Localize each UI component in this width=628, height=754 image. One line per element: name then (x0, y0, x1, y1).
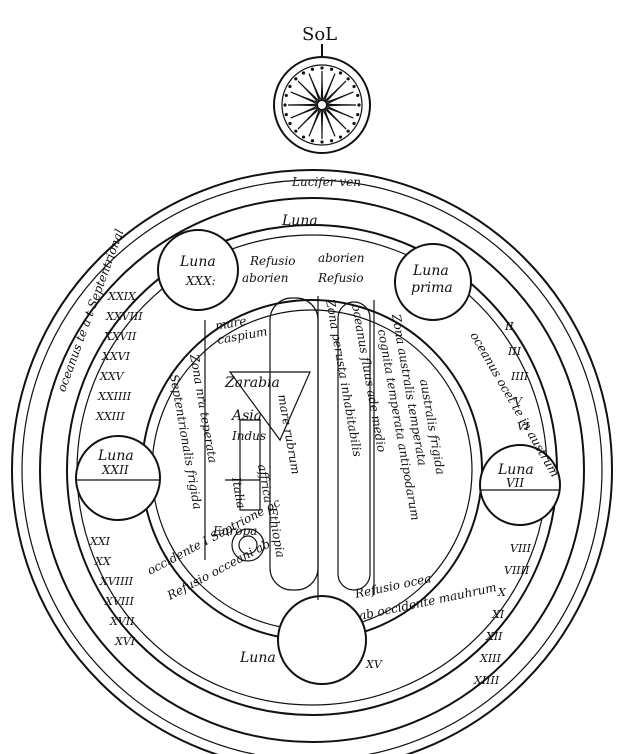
numeral-left-upper: XXIII (95, 410, 125, 423)
numeral-right-upper: VI (517, 420, 530, 433)
sun-dot (288, 85, 291, 88)
sun-dot (283, 103, 286, 106)
orbit-label: Lucifer ven (291, 175, 361, 189)
sun-dot (352, 122, 355, 125)
numeral-left-upper: XXVII (103, 330, 137, 343)
moon-bottom (278, 596, 366, 684)
numeral-right-upper: V (514, 395, 523, 408)
sun-dot (320, 140, 323, 143)
sun-dot (311, 139, 314, 142)
numeral-left-lower: XVI (114, 635, 136, 648)
numeral-left-lower: XXI (89, 535, 111, 548)
sun-dot (347, 77, 350, 80)
moon-top-right: Luna prima (395, 244, 471, 320)
sun-ray (291, 92, 317, 103)
numeral-left-upper: XXIIII (97, 390, 132, 403)
sun-dot (302, 71, 305, 74)
sun-dot (339, 135, 342, 138)
refusio-top-2: aborien (318, 251, 364, 265)
sun-ray (321, 111, 322, 139)
numeral-right-lower: XIII (479, 652, 502, 665)
sun-ray (328, 104, 356, 105)
world-map: mare caspium Zona nra teperata Septentri… (167, 296, 448, 600)
sun-ray (321, 71, 322, 99)
numeral-left-upper: XXIX (107, 290, 137, 303)
asia: Asia (230, 408, 262, 424)
sun-label: SoL (302, 24, 337, 45)
sun-dot (285, 113, 288, 116)
numeral-right-lower: VIIII (504, 564, 530, 577)
sun: SoL (274, 24, 370, 153)
moon-top-right-line2: prima (411, 280, 453, 296)
sun-ray (326, 81, 346, 101)
sun-dot (357, 103, 360, 106)
sun-dot (347, 130, 350, 133)
refusio-top-1: Refusio (249, 254, 296, 268)
numeral-left-lower: XVIIII (99, 575, 134, 588)
sun-dot (285, 94, 288, 97)
moon-top-left-line1: Luna (179, 254, 216, 270)
sun-ray (324, 110, 335, 136)
sun-dot (311, 68, 314, 71)
sun-ray (326, 109, 346, 129)
sun-dot (339, 71, 342, 74)
moon-top-left: Luna XXX: (158, 230, 238, 310)
numeral-right-upper: III (507, 345, 522, 358)
numeral-right-lower: XI (491, 608, 505, 621)
mare-rubrum: mare rubrum (275, 393, 303, 475)
sun-center (317, 100, 327, 110)
refusio-top-4: aborien (242, 271, 288, 285)
sun-ray (291, 107, 317, 118)
sun-ray (298, 109, 318, 129)
sun-rays (283, 66, 360, 143)
sun-dot (356, 113, 359, 116)
numeral-right-lower: X (497, 586, 507, 599)
numeral-right-lower: XIIII (473, 674, 500, 687)
sun-ray (288, 104, 316, 105)
moon-top-left-line2: XXX: (185, 274, 216, 288)
numeral-left-lower: XVIII (104, 595, 134, 608)
sun-ray (327, 107, 353, 118)
sun-dot (302, 135, 305, 138)
moon-left-line2: XXII (101, 463, 129, 477)
europa: Europa (212, 524, 257, 538)
moon-bottom-right-num: XV (365, 658, 383, 671)
sun-dot (294, 77, 297, 80)
moon-left: Luna XXII (76, 436, 160, 520)
sun-ray (324, 74, 335, 100)
numeral-right-lower: VIII (510, 542, 532, 555)
numeral-left-lower: XVII (109, 615, 135, 628)
sun-dot (320, 66, 323, 69)
moon-orbit-label-bottom: Luna (239, 650, 276, 666)
sun-dot (330, 68, 333, 71)
sun-dot (288, 122, 291, 125)
moon-right-line2: VII (506, 476, 524, 490)
numeral-left-lower: XX (94, 555, 112, 568)
moon-left-line1: Luna (97, 448, 134, 464)
affrica: affrica (255, 463, 276, 504)
numeral-right-lower: XII (485, 630, 503, 643)
moon-top-right-line1: Luna (412, 263, 449, 279)
sun-ray (309, 110, 320, 136)
arabia: Zarabia (224, 375, 280, 391)
numeral-left-upper: XXVI (101, 350, 131, 363)
sun-dot (352, 85, 355, 88)
numeral-left-upper: XXVIII (105, 310, 143, 323)
sun-ray (309, 74, 320, 100)
sun-ray (298, 81, 318, 101)
sun-dot (356, 94, 359, 97)
sun-dot (330, 139, 333, 142)
sun-ray (327, 92, 353, 103)
numeral-right-upper: IIII (510, 370, 529, 383)
numeral-right-upper: II (504, 320, 514, 333)
refusio-top-3: Refusio (317, 271, 364, 285)
sun-dot (294, 130, 297, 133)
indus: Indus (231, 429, 266, 443)
numeral-left-upper: XXV (99, 370, 125, 383)
